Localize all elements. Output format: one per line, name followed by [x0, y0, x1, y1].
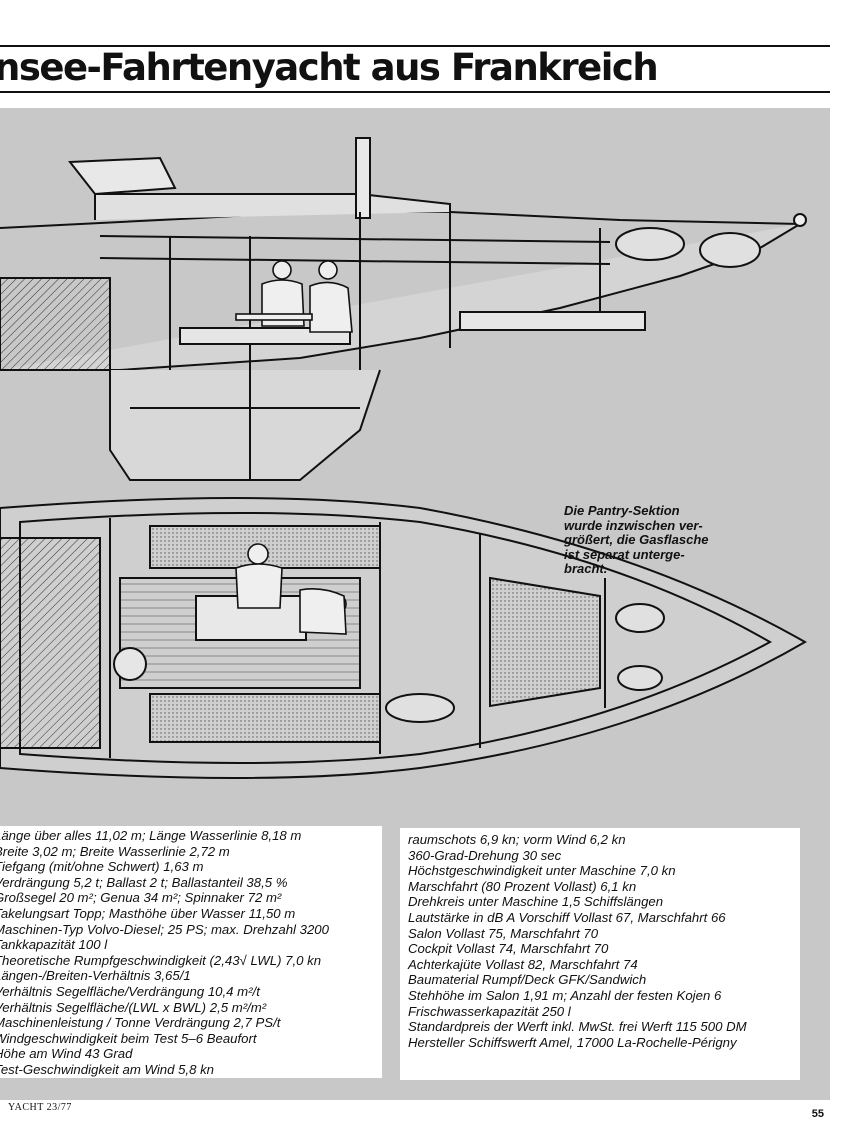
- specifications-box-right: raumschots 6,9 kn; vorm Wind 6,2 kn 360-…: [400, 828, 800, 1080]
- spec-line: Längen-/Breiten-Verhältnis 3,65/1: [0, 968, 191, 984]
- plan-view-figures: [235, 543, 347, 635]
- spec-line: Verhältnis Segelfläche/(LWL x BWL) 2,5 m…: [0, 999, 267, 1015]
- spec-line: Tiefgang (mit/ohne Schwert) 1,63 m: [0, 859, 204, 875]
- spec-line: Lautstärke in dB A Vorschiff Vollast 67,…: [408, 909, 726, 925]
- spec-line: Tankkapazität 100 l: [0, 937, 108, 953]
- spec-line: Drehkreis unter Maschine 1,5 Schiffsläng…: [408, 894, 664, 910]
- spec-line: Cockpit Vollast 74, Marschfahrt 70: [408, 941, 609, 957]
- spec-line: Salon Vollast 75, Marschfahrt 70: [408, 925, 599, 941]
- spec-line: Baumaterial Rumpf/Deck GFK/Sandwich: [408, 972, 647, 988]
- specifications-box-left: Länge über alles 11,02 m; Länge Wasserli…: [0, 826, 382, 1078]
- spec-line: Frischwasserkapazität 250 l: [408, 1003, 571, 1019]
- footer-page-number: 55: [811, 1108, 824, 1120]
- spec-line: 360-Grad-Drehung 30 sec: [408, 847, 562, 863]
- spec-line: Höhe am Wind 43 Grad: [0, 1046, 133, 1062]
- spec-line: Hersteller Schiffswerft Amel, 17000 La-R…: [408, 1034, 737, 1050]
- header-rule-top: [0, 45, 830, 47]
- spec-line: Standardpreis der Werft inkl. MwSt. frei…: [408, 1019, 747, 1035]
- spec-line: Großsegel 20 m²; Genua 34 m²; Spinnaker …: [0, 890, 282, 906]
- illustration-caption: Die Pantry-Sektion wurde inzwischen ver-…: [564, 503, 744, 577]
- caption-line: ist separat unterge-: [564, 546, 685, 562]
- spec-line: Marschfahrt (80 Prozent Vollast) 6,1 kn: [408, 878, 637, 894]
- spec-line: Maschinenleistung / Tonne Verdrängung 2,…: [0, 1015, 281, 1031]
- page-headline: nsee-Fahrtenyacht aus Frankreich: [0, 46, 659, 89]
- spec-line: Takelungsart Topp; Masthöhe über Wasser …: [0, 905, 296, 921]
- spec-line: Länge über alles 11,02 m; Länge Wasserli…: [0, 828, 302, 843]
- caption-line: größert, die Gasflasche: [564, 532, 709, 547]
- spec-line: Verhältnis Segelfläche/Verdrängung 10,4 …: [0, 983, 260, 999]
- spec-line: Breite 3,02 m; Breite Wasserlinie 2,72 m: [0, 843, 230, 859]
- spec-line: Maschinen-Typ Volvo-Diesel; 25 PS; max. …: [0, 921, 329, 937]
- spec-line: raumschots 6,9 kn; vorm Wind 6,2 kn: [408, 832, 626, 847]
- header-rule-bottom: [0, 91, 830, 93]
- side-profile-view: [0, 137, 807, 481]
- caption-line: bracht.: [564, 561, 608, 576]
- footer-magazine-issue: YACHT 23/77: [8, 1102, 72, 1113]
- spec-line: Höchstgeschwindigkeit unter Maschine 7,0…: [408, 863, 676, 879]
- spec-line: Achterkajüte Vollast 82, Marschfahrt 74: [408, 956, 638, 972]
- spec-line: Theoretische Rumpfgeschwindigkeit (2,43√…: [0, 952, 322, 968]
- spec-line: Stehhöhe im Salon 1,91 m; Anzahl der fes…: [408, 987, 722, 1003]
- caption-line: wurde inzwischen ver-: [564, 517, 703, 533]
- yacht-drawing: [0, 137, 808, 779]
- spec-line: Verdrängung 5,2 t; Ballast 2 t; Ballasta…: [0, 874, 288, 890]
- side-view-figures: [235, 260, 353, 333]
- spec-line: Test-Geschwindigkeit am Wind 5,8 kn: [0, 1061, 215, 1077]
- plan-view: [0, 497, 808, 779]
- spec-line: Windgeschwindigkeit beim Test 5–6 Beaufo…: [0, 1030, 257, 1046]
- caption-line: Die Pantry-Sektion: [564, 503, 680, 518]
